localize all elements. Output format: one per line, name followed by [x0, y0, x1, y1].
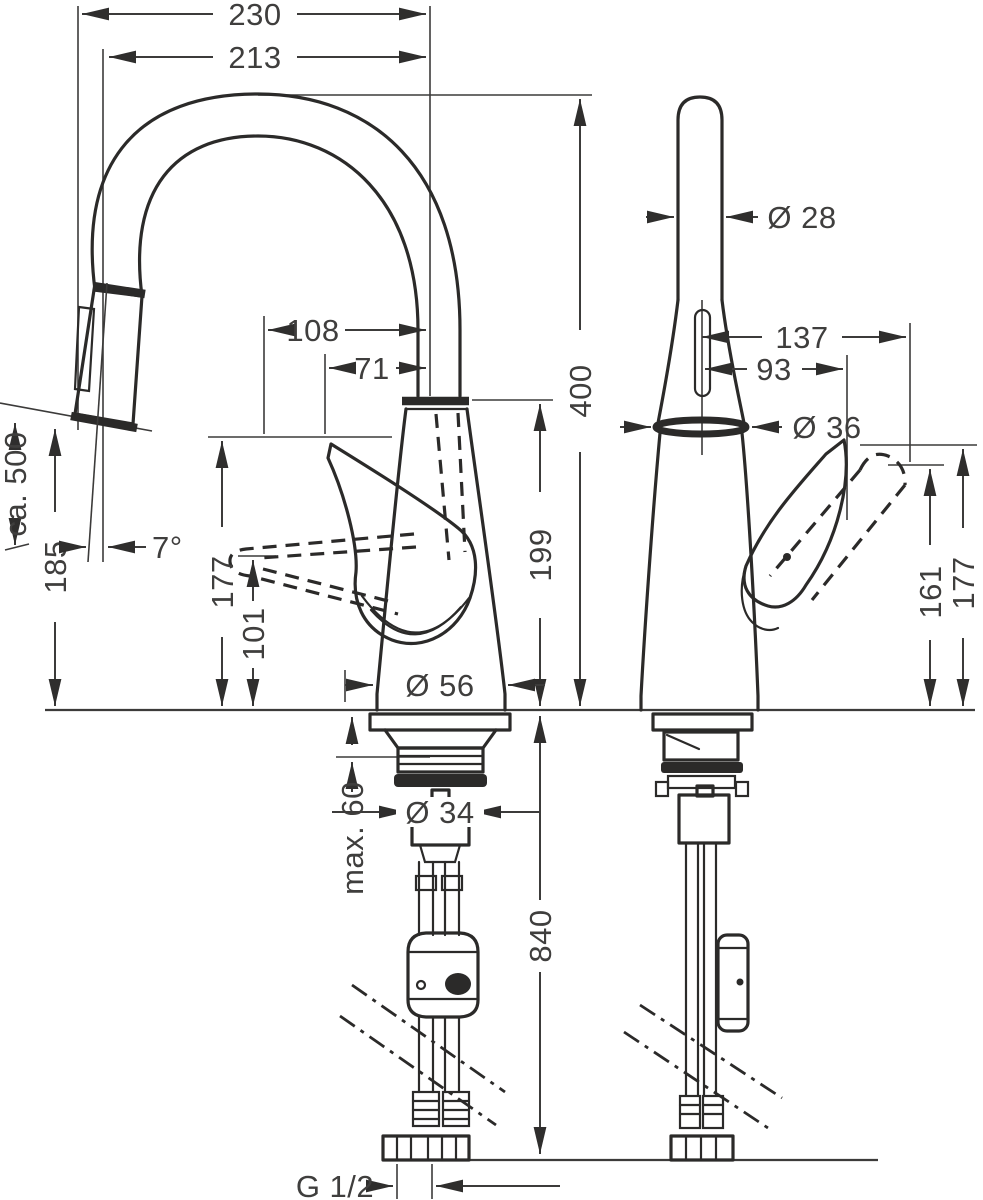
dim-label-185: 185: [38, 540, 73, 593]
dim-label-840: 840: [523, 909, 558, 962]
handle-base-seam-inner: [369, 605, 463, 636]
hose-weight: [406, 931, 480, 1019]
connector-side-2: [701, 1094, 725, 1130]
dim-label-max60: max. 60: [335, 781, 370, 895]
escutcheon-skirt: [383, 728, 498, 750]
side-view: [623, 95, 907, 1162]
lower-body-left: [639, 431, 662, 712]
dim-101: 101: [236, 560, 271, 706]
handle-down-dashed-outline: [228, 532, 415, 616]
dim-label-71: 71: [354, 351, 389, 386]
dim-137: 137: [702, 320, 906, 355]
dim-400: 400: [563, 99, 598, 706]
hose-weight-side: [716, 933, 750, 1033]
escutcheon-plate: [368, 712, 512, 732]
spout-arc-inner: [137, 134, 420, 398]
break-line-side-2: [623, 1030, 769, 1130]
sprayhead-face: [70, 411, 138, 433]
clamp-tab-left: [654, 780, 670, 798]
weight-clip: [445, 973, 471, 995]
dim-36: Ø 36: [620, 410, 861, 445]
dim-213: 213: [109, 40, 426, 75]
handle-up-dashed-1: [434, 413, 451, 561]
spacer-side: [662, 730, 740, 762]
break-line-side-1: [639, 1003, 783, 1100]
hose-nipple-1: [414, 874, 438, 892]
dim-label-177-side: 177: [946, 556, 981, 609]
front-view: [70, 92, 512, 1162]
sprayhead-button-strip: [73, 305, 96, 393]
clamp-tab-right: [734, 780, 750, 798]
dim-161: 161: [913, 469, 948, 706]
dim-ca500: ca. 500: [0, 423, 33, 545]
handle-socket: [740, 564, 780, 632]
body-right-edge: [465, 407, 507, 712]
dim-label-g12: G 1/2: [296, 1169, 374, 1200]
extension-lines: [0, 6, 977, 1199]
connector-nuts: [381, 1134, 471, 1162]
dim-label-108: 108: [286, 313, 339, 348]
dim-177-side: 177: [946, 449, 981, 706]
upper-body-left: [656, 298, 680, 425]
hose-nipple-2: [440, 874, 464, 892]
lower-body-right: [740, 431, 760, 712]
shank-side: [677, 793, 731, 845]
dim-177-front: 177: [205, 441, 240, 706]
dim-185: 185: [38, 429, 73, 706]
dim-label-137: 137: [775, 320, 828, 355]
weight-screw: [415, 979, 427, 991]
dim-71: 71: [329, 351, 426, 386]
dim-7deg: 7°: [59, 282, 183, 565]
dim-56: Ø 56: [344, 668, 545, 703]
break-line-1: [351, 983, 506, 1094]
dim-label-56: Ø 56: [405, 668, 474, 703]
handle-dashed-front: [768, 468, 862, 578]
body-ring: [652, 416, 750, 438]
dim-28: Ø 28: [646, 200, 836, 235]
spacer-stack: [396, 746, 485, 774]
sprayhead-joint: [92, 281, 146, 299]
dim-34: Ø 34: [332, 795, 540, 830]
dim-label-34: Ø 34: [405, 795, 474, 830]
dim-840: 840: [523, 716, 558, 1154]
handle-lever: [326, 442, 478, 646]
handle-side: [742, 438, 848, 609]
dim-label-400: 400: [563, 364, 598, 417]
dim-label-28: Ø 28: [767, 200, 836, 235]
dim-label-93: 93: [756, 352, 791, 387]
dim-199: 199: [523, 404, 558, 706]
handle-dashed-back: [810, 483, 907, 602]
dim-label-213: 213: [228, 40, 281, 75]
dim-label-ca500: ca. 500: [0, 431, 33, 536]
dim-label-230: 230: [228, 0, 281, 32]
sprayhead-body: [73, 288, 144, 426]
connector-side-1: [678, 1094, 702, 1130]
dim-label-199: 199: [523, 528, 558, 581]
seal-ring: [394, 774, 487, 787]
dim-g12: G 1/2: [296, 1169, 560, 1200]
seal-ring-side: [661, 762, 743, 773]
spout-arc-outer: [90, 92, 462, 398]
handle-down-dashed-inner1: [259, 545, 417, 560]
dim-label-36: Ø 36: [792, 410, 861, 445]
dim-label-161: 161: [913, 565, 948, 618]
dim-label-177-front: 177: [205, 555, 240, 608]
spout-tube-side: [676, 95, 724, 302]
hose-union: [418, 843, 462, 864]
upper-body-right: [720, 298, 746, 425]
dim-label-101: 101: [236, 607, 271, 660]
dim-93: 93: [705, 352, 843, 387]
body-left-edge: [375, 407, 408, 712]
dim-230: 230: [82, 0, 426, 32]
dim-max60: max. 60: [335, 717, 370, 895]
dim-label-7deg: 7°: [152, 530, 183, 565]
weight-screw-side: [736, 978, 744, 986]
handle-up-dashed-2: [456, 412, 467, 553]
escutcheon-plate-side: [651, 712, 754, 732]
spray-selector-slot: [693, 308, 712, 398]
dim-108: 108: [268, 313, 426, 348]
handle-dashed-cap: [858, 452, 907, 486]
